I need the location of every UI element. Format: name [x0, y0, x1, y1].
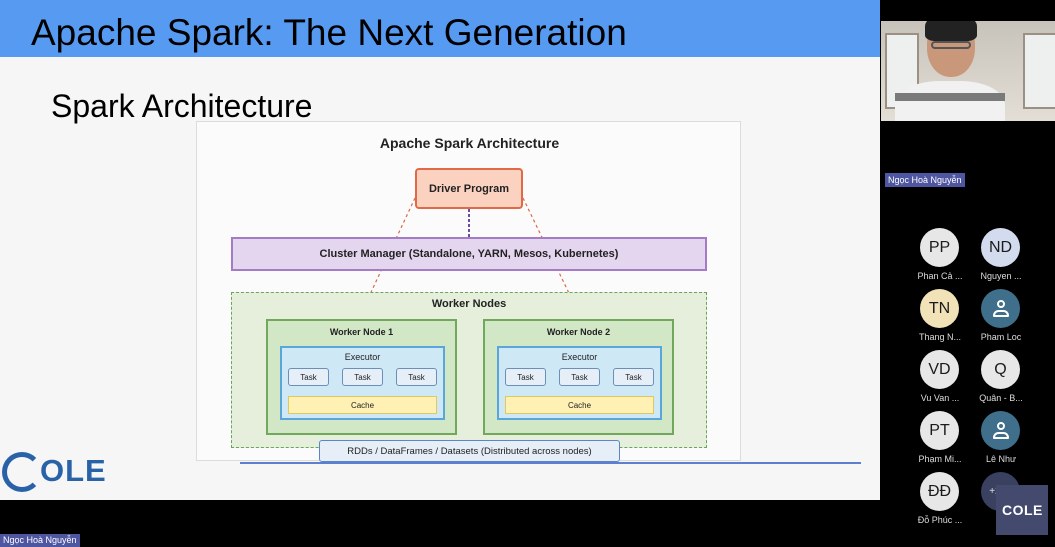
- participant-tile[interactable]: TN Thang N...: [908, 289, 972, 349]
- cache-box: Cache: [288, 396, 437, 414]
- participant-name: Phan Cả ...: [917, 271, 963, 281]
- participant-grid: PP Phan Cả ... ND Nguyen ... TN Thang N.…: [908, 228, 1048, 528]
- participant-tile[interactable]: ĐĐ Đỗ Phúc ...: [908, 472, 972, 532]
- participant-name: Quân - B...: [979, 393, 1023, 403]
- avatar: VD: [920, 350, 959, 389]
- participant-name: Vu Van ...: [920, 393, 960, 403]
- task-box: Task: [288, 368, 329, 386]
- cole-logo: OLE: [2, 450, 107, 492]
- worker-node-1: Worker Node 1 Executor Task Task Task Ca…: [266, 319, 457, 435]
- avatar: [981, 411, 1020, 450]
- user-icon: [992, 299, 1009, 318]
- worker-nodes-label: Worker Nodes: [431, 298, 507, 310]
- user-icon: [992, 421, 1009, 440]
- watermark-text: COLE: [1002, 502, 1043, 518]
- presentation-slide: Apache Spark: The Next Generation Spark …: [0, 0, 880, 500]
- task-box: Task: [505, 368, 546, 386]
- avatar: PT: [920, 411, 959, 450]
- participant-name: Thang N...: [918, 332, 962, 342]
- participant-name: Đỗ Phúc ...: [917, 515, 963, 525]
- avatar: [981, 289, 1020, 328]
- speaker-shirt-stripe: [895, 93, 1005, 101]
- data-abstraction-box: RDDs / DataFrames / Datasets (Distribute…: [319, 440, 620, 462]
- slide-underline: [240, 462, 861, 464]
- presenter-name-tag: Ngọc Hoà Nguyễn: [0, 534, 80, 547]
- driver-program-box: Driver Program: [415, 168, 523, 209]
- participant-name: Phạm Mi...: [918, 454, 962, 464]
- slide-title-bar: Apache Spark: The Next Generation: [0, 0, 880, 57]
- task-box: Task: [559, 368, 600, 386]
- cache-box: Cache: [505, 396, 654, 414]
- participant-name: Pham Loc: [980, 332, 1022, 342]
- worker-nodes-group: Worker Nodes Worker Node 1 Executor Task…: [231, 292, 707, 448]
- avatar: Q: [981, 350, 1020, 389]
- window-frame: [1023, 33, 1055, 109]
- participant-tile[interactable]: PT Phạm Mi...: [908, 411, 972, 471]
- executor-box: Executor Task Task Task Cache: [280, 346, 445, 420]
- glasses-icon: [931, 41, 971, 49]
- avatar: ND: [981, 228, 1020, 267]
- slide-title: Apache Spark: The Next Generation: [31, 12, 627, 53]
- cluster-manager-box: Cluster Manager (Standalone, YARN, Mesos…: [231, 237, 707, 271]
- logo-text: OLE: [40, 453, 107, 488]
- avatar: ĐĐ: [920, 472, 959, 511]
- participant-tile[interactable]: PP Phan Cả ...: [908, 228, 972, 288]
- participant-tile[interactable]: Pham Loc: [969, 289, 1033, 349]
- speaker-video[interactable]: [881, 21, 1055, 121]
- avatar: TN: [920, 289, 959, 328]
- worker-node-label: Worker Node 1: [329, 327, 394, 337]
- participant-tile[interactable]: ND Nguyen ...: [969, 228, 1033, 288]
- logo-c-icon: [2, 452, 42, 492]
- participant-tile[interactable]: VD Vu Van ...: [908, 350, 972, 410]
- task-box: Task: [342, 368, 383, 386]
- worker-node-2: Worker Node 2 Executor Task Task Task Ca…: [483, 319, 674, 435]
- speaker-name-tag: Ngọc Hoà Nguyễn: [885, 173, 965, 187]
- speaker-body: [895, 81, 1005, 121]
- participant-tile[interactable]: Q Quân - B...: [969, 350, 1033, 410]
- executor-label: Executor: [561, 352, 598, 362]
- participant-name: Nguyen ...: [980, 271, 1022, 281]
- task-box: Task: [396, 368, 437, 386]
- participant-name: Lê Như: [985, 454, 1017, 464]
- avatar: PP: [920, 228, 959, 267]
- worker-node-label: Worker Node 2: [546, 327, 611, 337]
- architecture-diagram: Apache Spark Architecture Driver Program…: [196, 121, 741, 462]
- task-box: Task: [613, 368, 654, 386]
- participant-tile[interactable]: Lê Như: [969, 411, 1033, 471]
- diagram-title: Apache Spark Architecture: [379, 135, 560, 151]
- cole-watermark-logo: COLE: [996, 485, 1048, 535]
- speaker-hair: [925, 21, 977, 41]
- executor-label: Executor: [344, 352, 381, 362]
- executor-box: Executor Task Task Task Cache: [497, 346, 662, 420]
- slide-subtitle: Spark Architecture: [51, 88, 313, 124]
